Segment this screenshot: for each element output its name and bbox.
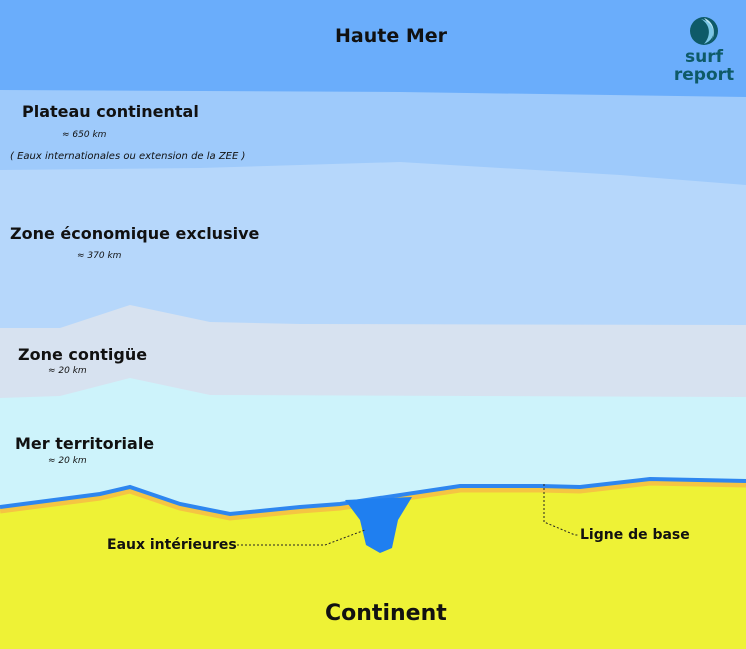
- territorial-sea-label: Mer territoriale: [15, 434, 155, 453]
- continent-label: Continent: [325, 601, 447, 626]
- continental-shelf-label: Plateau continental: [22, 102, 199, 121]
- coastline: [0, 478, 746, 521]
- continental-shelf-distance: ≈ 650 km: [62, 130, 107, 140]
- baseline-leader: [543, 484, 578, 536]
- inland-waters-leader: [233, 529, 366, 546]
- wave-logo-icon: [690, 17, 718, 45]
- logo-text-report: report: [673, 65, 735, 85]
- inland-waters-inlet: [345, 497, 412, 553]
- continental-shelf-note: ( Eaux internationales ou extension de l…: [10, 151, 246, 162]
- territorial-sea-distance: ≈ 20 km: [48, 456, 87, 466]
- surf-report-logo: surf report: [672, 16, 736, 84]
- eez-distance: ≈ 370 km: [77, 251, 122, 261]
- coastline: [0, 476, 746, 517]
- high-seas-area: [0, 0, 746, 97]
- contiguous-zone-label: Zone contigüe: [18, 345, 148, 364]
- contiguous-zone-distance: ≈ 20 km: [48, 366, 87, 376]
- eez-label: Zone économique exclusive: [10, 224, 260, 243]
- logo-text-surf: surf: [684, 47, 723, 67]
- inland-waters-label: Eaux intérieures: [107, 537, 237, 553]
- high-seas-label: Haute Mer: [335, 25, 447, 47]
- baseline-label: Ligne de base: [580, 527, 690, 543]
